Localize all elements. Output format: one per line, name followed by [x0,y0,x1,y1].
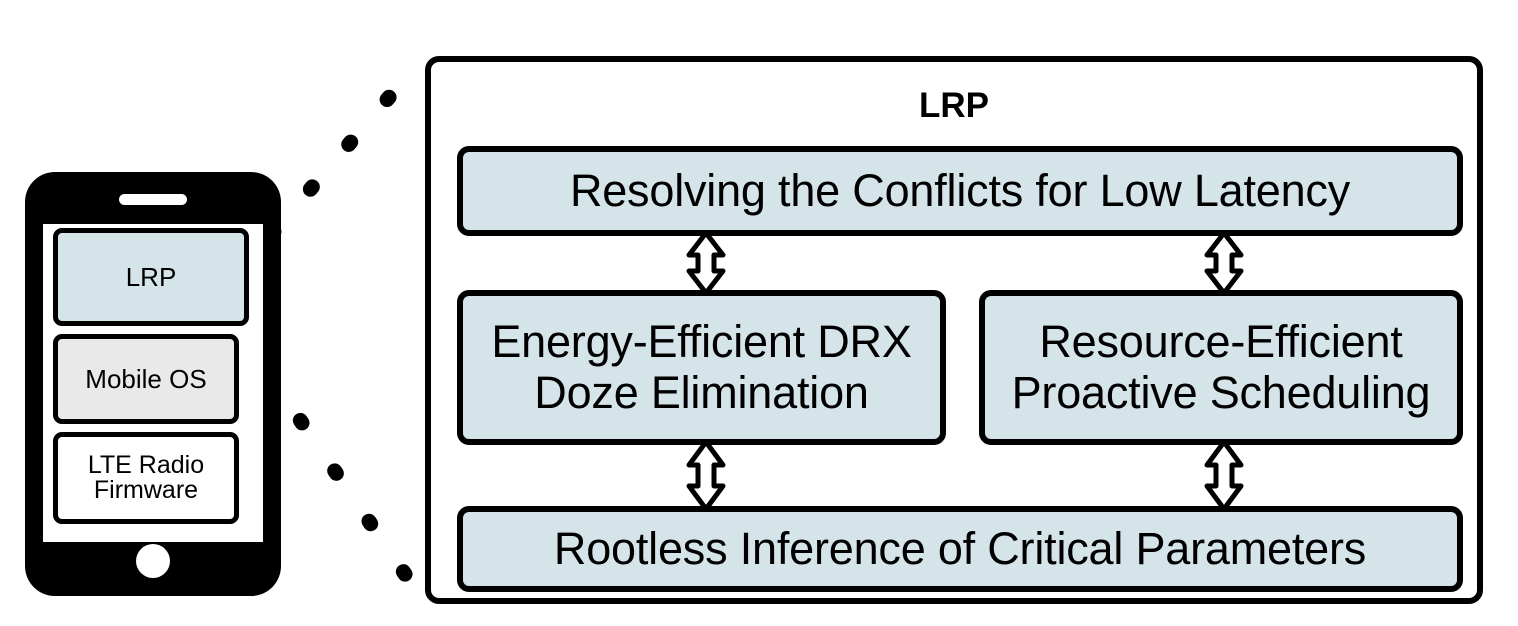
box-rootless-inference[interactable]: Rootless Inference of Critical Parameter… [457,506,1463,592]
arrow-midleft-to-bottom [686,439,726,512]
drx-line-2: Doze Elimination [534,366,869,418]
phone-layer-mobile-os-label: Mobile OS [85,363,207,394]
home-button-icon[interactable] [136,544,170,578]
callout-dashed-lower [258,362,432,610]
sched-line-2: Proactive Scheduling [1011,366,1431,418]
box-resource-efficient-scheduling-label: Resource-Efficient Proactive Scheduling [1011,316,1431,418]
box-energy-efficient-drx-label: Energy-Efficient DRX Doze Elimination [491,316,912,418]
box-rootless-inference-label: Rootless Inference of Critical Parameter… [553,522,1367,574]
phone-layer-mobile-os[interactable]: Mobile OS [53,334,239,424]
arrow-top-to-midright [1204,230,1244,296]
speaker-slot-icon [119,194,187,205]
phone-layer-lte-radio-firmware[interactable]: LTE Radio Firmware [53,432,239,524]
box-resource-efficient-scheduling[interactable]: Resource-Efficient Proactive Scheduling [979,290,1463,445]
fw-line-1: LTE Radio [87,450,205,479]
box-resolving-conflicts-label: Resolving the Conflicts for Low Latency [569,164,1351,216]
box-resolving-conflicts[interactable]: Resolving the Conflicts for Low Latency [457,146,1463,236]
phone-layer-lrp[interactable]: LRP [53,228,249,326]
drx-line-1: Energy-Efficient DRX [491,316,912,368]
fw-line-2: Firmware [93,476,199,504]
lrp-panel: LRP Resolving the Conflicts for Low Late… [425,56,1483,604]
box-energy-efficient-drx[interactable]: Energy-Efficient DRX Doze Elimination [457,290,946,445]
arrow-midright-to-bottom [1204,439,1244,512]
smartphone-illustration: LRP Mobile OS LTE Radio Firmware [25,172,281,596]
callout-dashed-upper [264,52,429,242]
sched-line-1: Resource-Efficient [1039,316,1403,368]
phone-screen: LRP Mobile OS LTE Radio Firmware [43,224,263,542]
arrow-top-to-midleft [686,230,726,296]
phone-layer-lte-radio-firmware-label: LTE Radio Firmware [87,450,205,504]
phone-layer-lrp-label: LRP [125,261,177,292]
panel-title: LRP [919,86,989,125]
